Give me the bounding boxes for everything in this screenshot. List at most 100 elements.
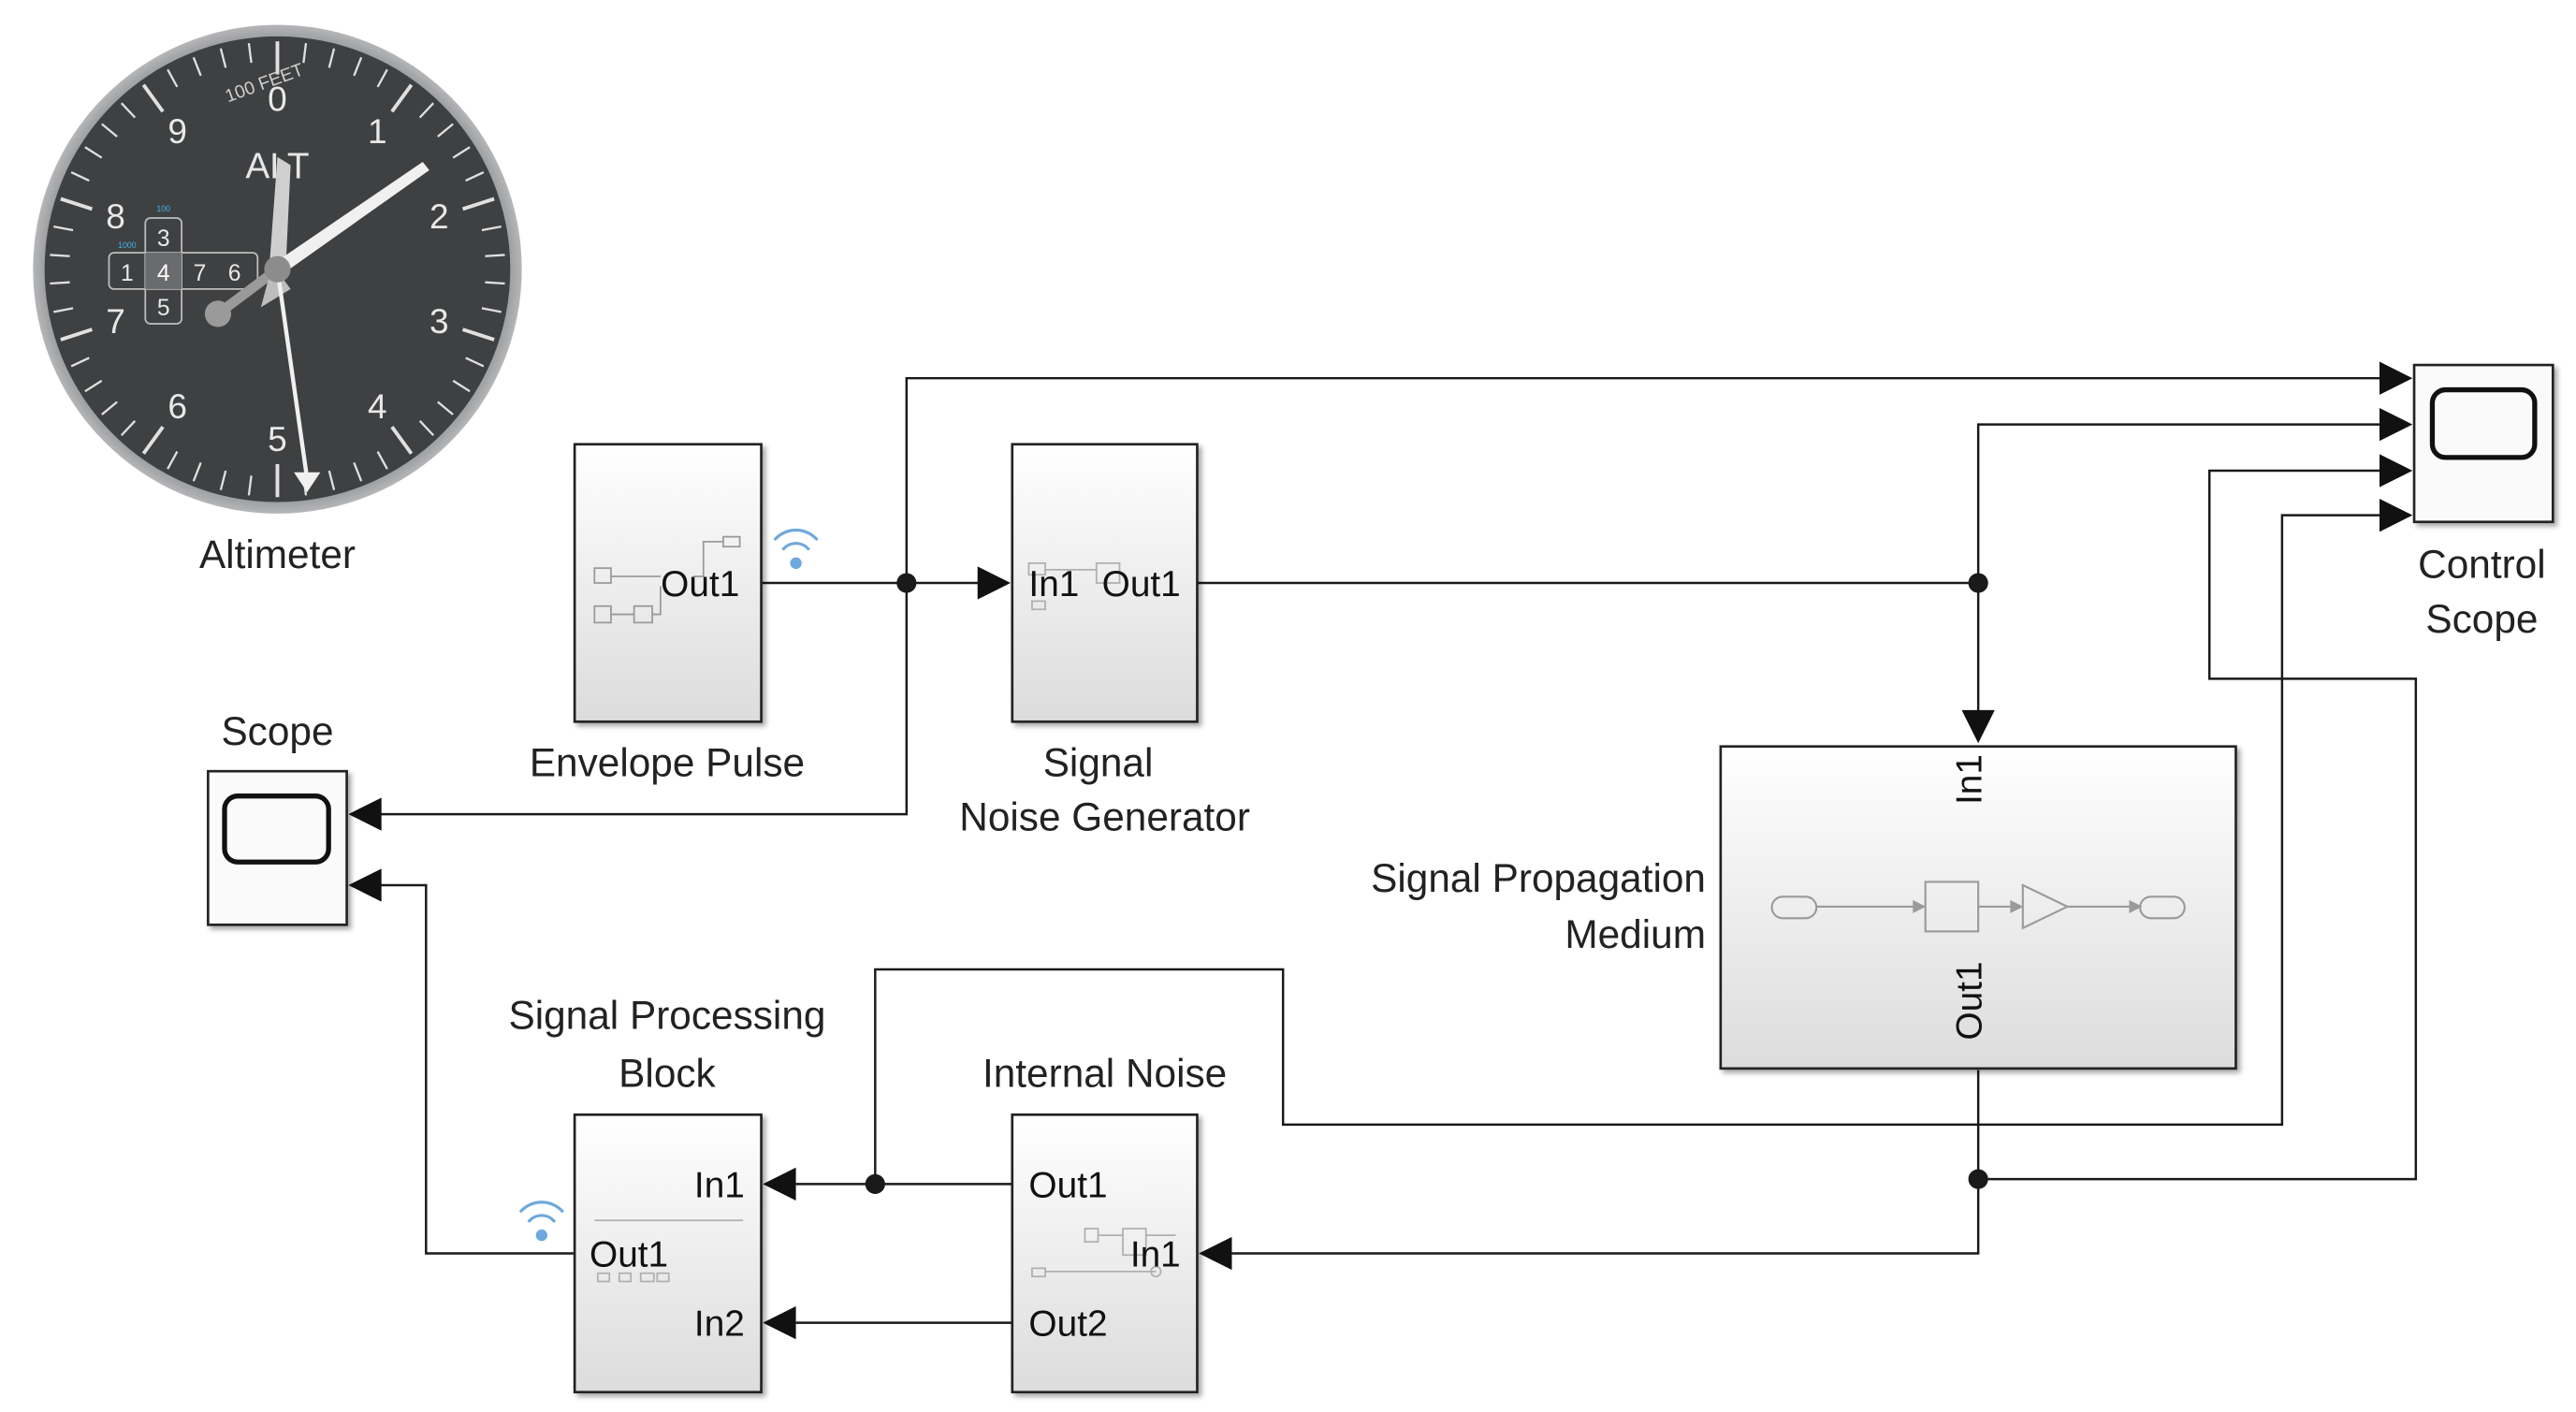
dial-number: 3 xyxy=(429,301,449,341)
signal-noise-generator-port-out1: Out1 xyxy=(1102,564,1181,604)
scope-block[interactable] xyxy=(207,769,348,926)
dial-tick xyxy=(390,83,414,113)
dial-number: 6 xyxy=(167,386,187,426)
signal-processing-block-box xyxy=(573,1113,763,1394)
junction-internal-out1 xyxy=(865,1173,885,1194)
dial-tick xyxy=(376,451,388,470)
signal-processing-block-label-line2: Block xyxy=(619,1051,716,1095)
signal-noise-generator-label-line1: Signal xyxy=(1043,741,1154,785)
dial-tick xyxy=(327,48,336,68)
counter-left: 1 xyxy=(121,261,134,286)
junction-propagation xyxy=(1968,1169,1988,1189)
line-internal-out1-to-control-scope[interactable] xyxy=(874,514,2385,1185)
dial-number: 4 xyxy=(368,386,387,426)
counter-top: 3 xyxy=(157,226,170,252)
dial-tick xyxy=(452,379,471,393)
dial-number: 1 xyxy=(368,111,387,151)
dial-tick xyxy=(461,328,495,342)
arrow-control-scope-in1 xyxy=(2379,361,2413,395)
control-scope-label-line1: Control xyxy=(2418,543,2546,587)
line-propagation-to-internal-noise[interactable] xyxy=(1228,1070,1980,1255)
signal-processing-block[interactable]: In1 Out1 In2 xyxy=(518,1113,763,1394)
dial-number: 9 xyxy=(167,111,187,151)
signal-noise-generator-label-line2: Noise Generator xyxy=(959,795,1250,839)
signal-noise-generator-block[interactable]: In1 Out1 xyxy=(1011,443,1199,723)
signal-processing-block-thumbnail xyxy=(594,1219,744,1283)
dial-tick xyxy=(219,48,227,68)
envelope-pulse-block[interactable]: Out1 xyxy=(573,443,819,723)
dial-tick xyxy=(327,470,336,490)
dial-tick xyxy=(481,225,502,232)
arrow-processing-in1 xyxy=(763,1167,796,1201)
line-generator-to-control-scope[interactable] xyxy=(1976,423,2385,584)
signal-processing-block-port-out1: Out1 xyxy=(589,1235,668,1275)
dial-tick xyxy=(167,451,179,470)
counter-mark-100: 100 xyxy=(156,204,170,213)
counter-bottom: 5 xyxy=(157,296,170,321)
dial-tick xyxy=(219,470,227,490)
signal-processing-block-port-in2: In2 xyxy=(694,1304,745,1345)
line-propagation-to-control-scope[interactable] xyxy=(1978,469,2418,1181)
dial-number: 7 xyxy=(106,301,125,341)
line-envelope-to-scope[interactable] xyxy=(370,583,909,816)
line-processing-to-scope[interactable] xyxy=(370,883,575,1255)
signal-propagation-medium-port-in1: In1 xyxy=(1950,754,1990,805)
dial-tick xyxy=(70,357,90,368)
internal-noise-block[interactable]: Out1 In1 Out2 xyxy=(1011,1113,1199,1394)
altimeter-counter: 3 1 4 7 6 5 100 1000 xyxy=(108,204,259,325)
signal-lines xyxy=(370,376,2418,1324)
dial-tick xyxy=(53,225,74,232)
dial-tick xyxy=(390,426,414,455)
arrow-control-scope-in3 xyxy=(2379,454,2413,488)
signal-propagation-medium-port-out1: Out1 xyxy=(1950,961,1990,1040)
internal-noise-thumbnail xyxy=(1031,1228,1176,1278)
dial-number: 2 xyxy=(429,197,449,236)
signal-propagation-medium-thumbnail xyxy=(1770,881,2186,933)
arrow-scope-in2 xyxy=(348,868,382,902)
dial-tick xyxy=(70,170,90,182)
wireless-icon xyxy=(773,528,819,551)
control-scope-screen-icon xyxy=(2429,386,2538,460)
internal-noise-port-in1: In1 xyxy=(1130,1235,1181,1275)
arrow-internal-noise-in xyxy=(1199,1236,1232,1271)
control-scope-block[interactable] xyxy=(2412,363,2554,524)
arrow-generator-in xyxy=(977,566,1011,600)
signal-processing-block-port-in1: In1 xyxy=(694,1166,745,1206)
dial-tick xyxy=(141,426,165,455)
junction-envelope xyxy=(896,573,917,593)
dial-tick xyxy=(465,357,485,368)
dial-number: 5 xyxy=(268,419,287,459)
arrow-propagation-in xyxy=(1961,709,1995,744)
dial-tick xyxy=(247,42,253,64)
signal-propagation-medium-label-line1: Signal Propagation xyxy=(1371,856,1706,900)
dial-tick xyxy=(452,146,471,159)
dial-tick xyxy=(192,462,202,482)
dial-tick xyxy=(247,475,253,496)
dial-tick xyxy=(60,197,94,211)
counter-center: 4 xyxy=(157,261,170,286)
dial-tick xyxy=(437,123,454,138)
dial-number: 8 xyxy=(106,197,125,236)
dial-tick xyxy=(84,379,103,393)
envelope-pulse-thumbnail xyxy=(593,535,741,624)
signal-processing-block-label-line1: Signal Processing xyxy=(508,994,825,1038)
internal-noise-port-out2: Out2 xyxy=(1028,1304,1107,1345)
signal-propagation-medium-block[interactable]: In1 Out1 xyxy=(1719,745,2237,1070)
altimeter-hands xyxy=(204,156,429,492)
counter-mark-1000: 1000 xyxy=(118,240,137,250)
dial-tick xyxy=(120,420,137,437)
dial-number: 0 xyxy=(268,79,287,118)
signal-noise-generator-thumbnail xyxy=(1027,561,1121,611)
control-scope-label-line2: Scope xyxy=(2425,597,2538,641)
line-envelope-to-control-scope[interactable] xyxy=(905,376,2385,584)
dial-tick xyxy=(437,400,454,415)
signal-propagation-medium-label-line2: Medium xyxy=(1565,912,1706,956)
envelope-pulse-port-out1: Out1 xyxy=(661,564,739,604)
scope-screen-icon xyxy=(222,793,331,865)
dial-tick xyxy=(167,68,179,88)
arrow-control-scope-in2 xyxy=(2379,407,2413,442)
altimeter-label: Altimeter xyxy=(199,532,356,576)
internal-noise-box xyxy=(1011,1113,1199,1394)
